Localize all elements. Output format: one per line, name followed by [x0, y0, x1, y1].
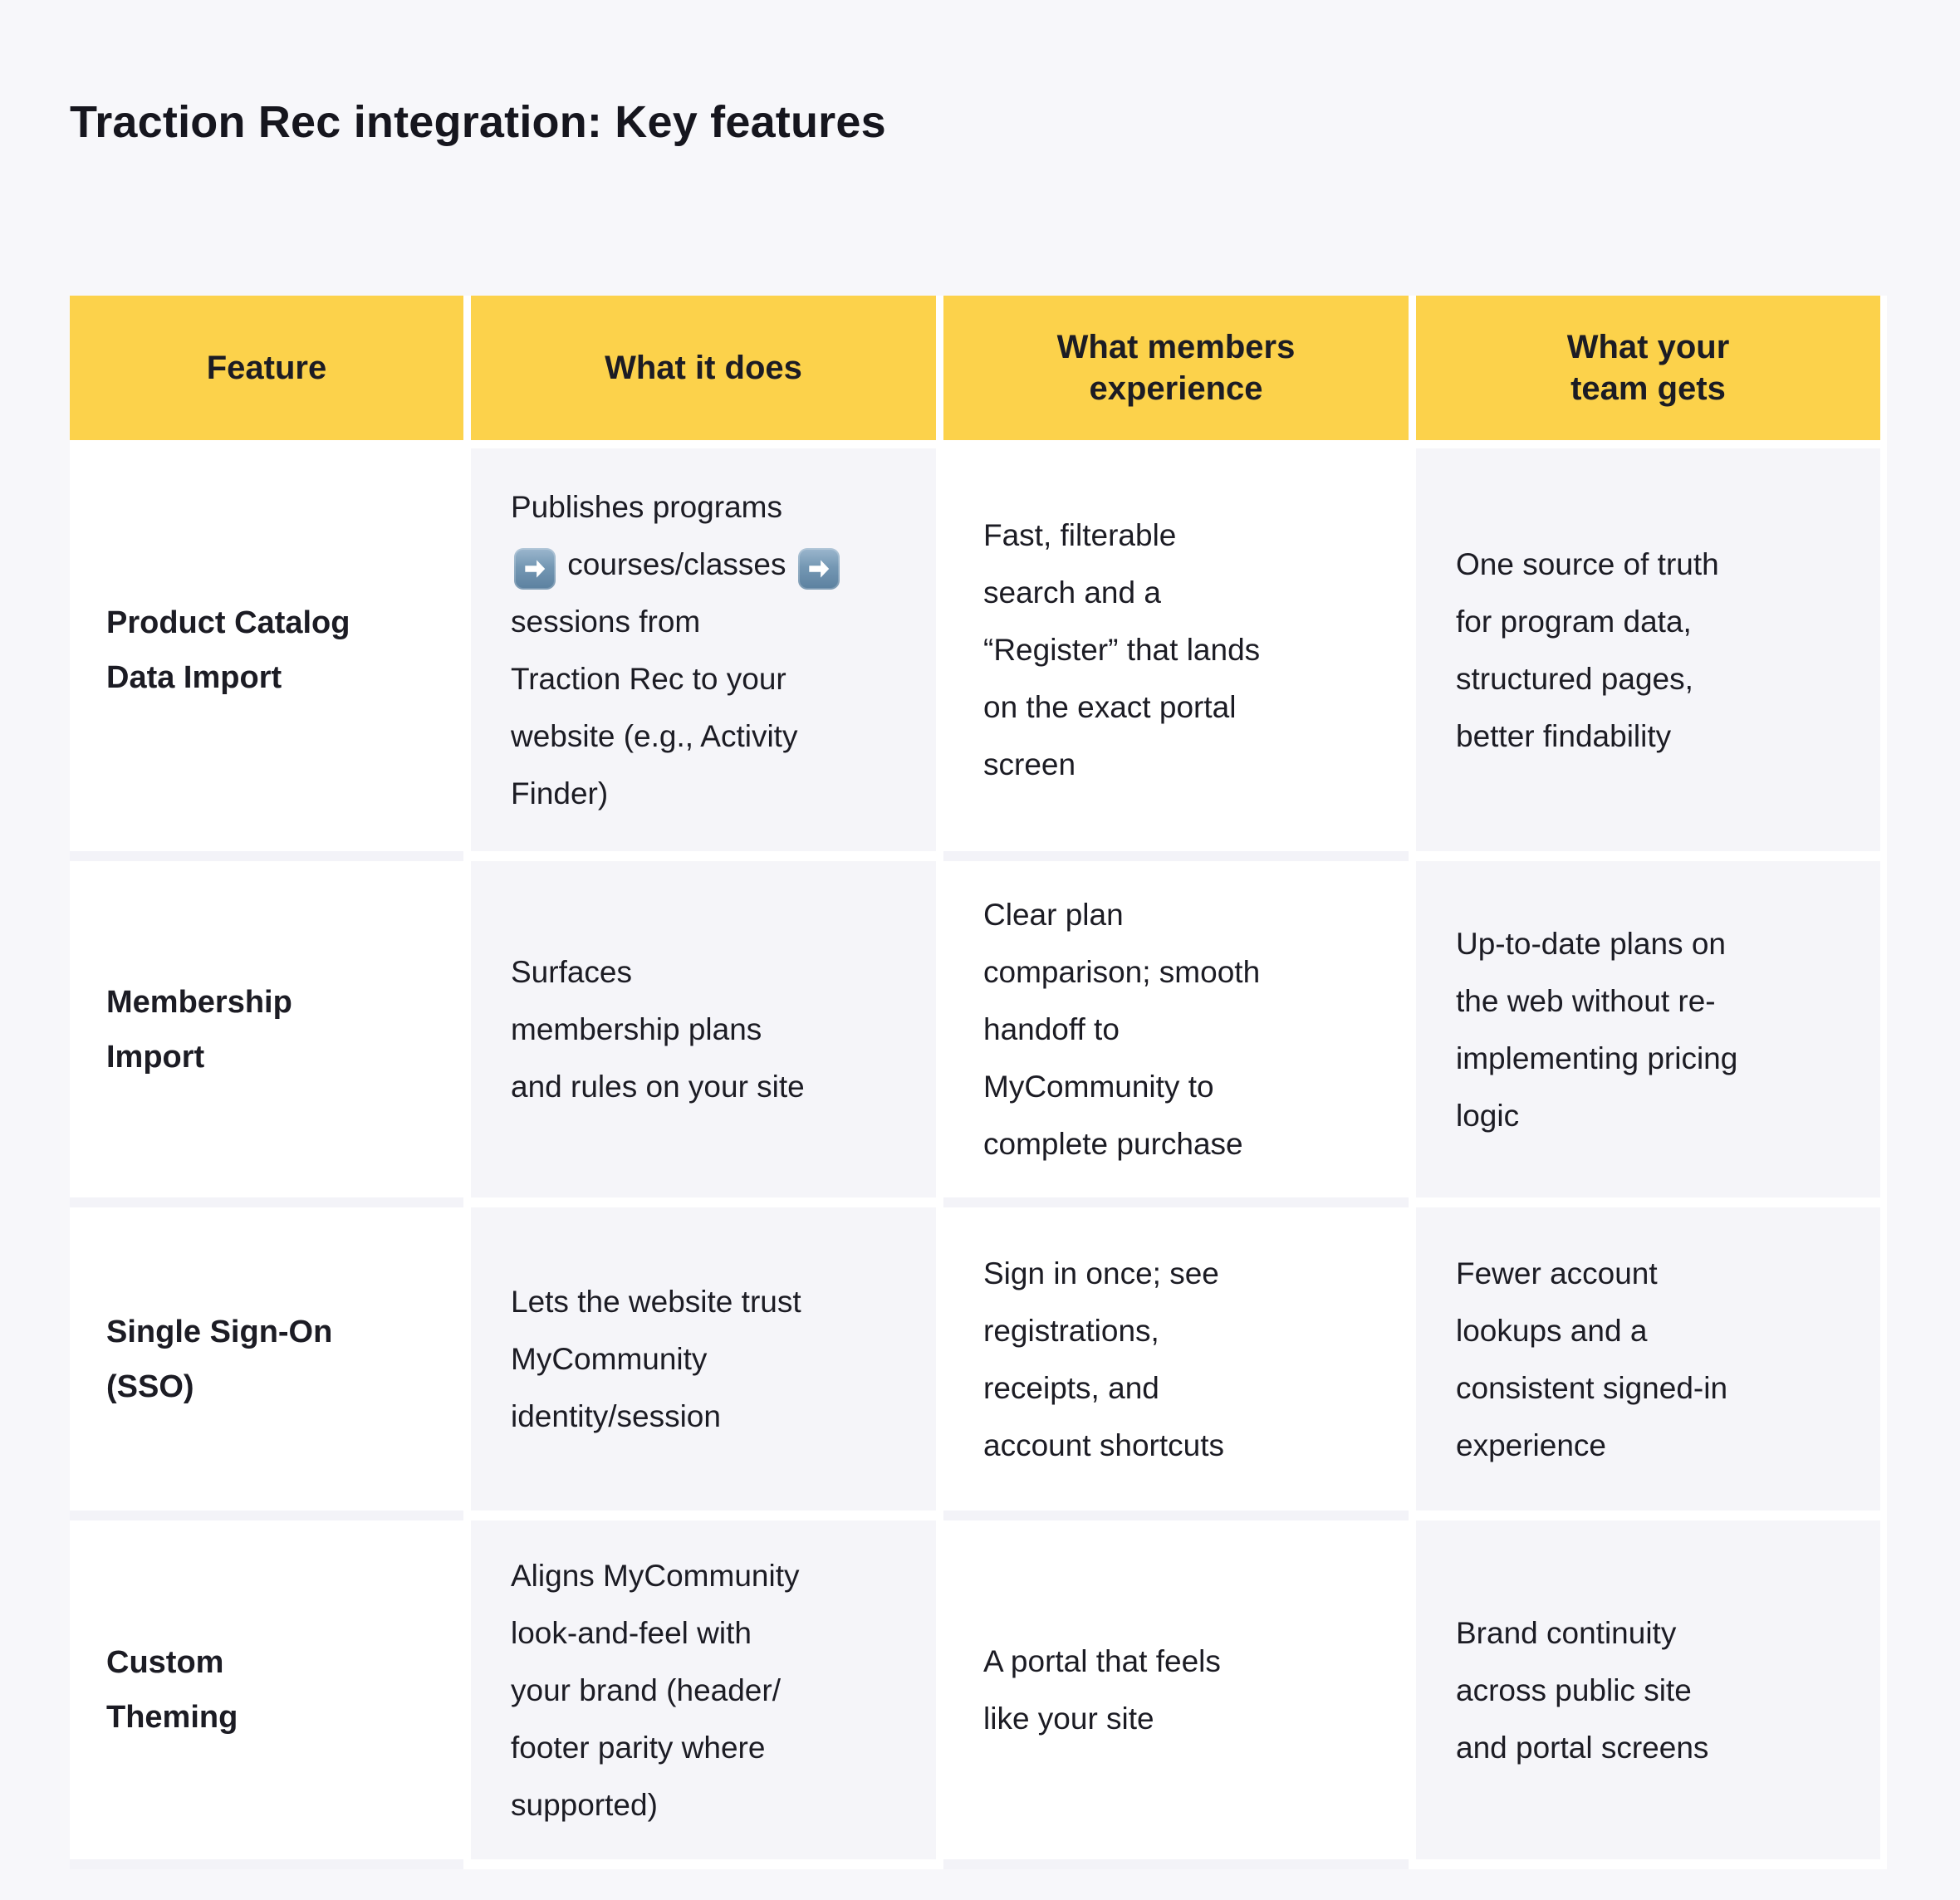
- members-experience-cell: Fast, filterable search and a “Register”…: [943, 448, 1409, 861]
- column-header-team-gets: What your team gets: [1416, 296, 1880, 448]
- cell-body-text: Publishes programs courses/classes sessi…: [511, 478, 843, 822]
- cell-body-text: Surfaces membership plans and rules on y…: [511, 955, 805, 1104]
- feature-cell-custom-theming: Custom Theming: [70, 1520, 463, 1869]
- cell-body-text: Clear plan comparison; smooth handoff to…: [983, 898, 1261, 1161]
- column-header-feature: Feature: [70, 296, 463, 448]
- right-arrow-emoji: [797, 547, 840, 590]
- team-gets-cell: Fewer account lookups and a consistent s…: [1416, 1207, 1880, 1520]
- feature-name: Product Catalog Data Import: [106, 605, 350, 695]
- team-gets-cell: One source of truth for program data, st…: [1416, 448, 1880, 861]
- members-experience-cell: A portal that feels like your site: [943, 1520, 1409, 1869]
- column-header-label: What your team gets: [1566, 329, 1730, 407]
- what-it-does-cell: Lets the website trust MyCommunity ident…: [471, 1207, 936, 1520]
- page-title: Traction Rec integration: Key features: [70, 97, 886, 147]
- what-it-does-cell: Aligns MyCommunity look-and-feel with yo…: [471, 1520, 936, 1869]
- what-it-does-cell: Surfaces membership plans and rules on y…: [471, 861, 936, 1207]
- cell-body-text: One source of truth for program data, st…: [1456, 546, 1719, 753]
- team-gets-cell: Brand continuity across public site and …: [1416, 1520, 1880, 1869]
- features-table: Feature What it does What members experi…: [70, 296, 1887, 1869]
- right-arrow-emoji: [514, 547, 556, 590]
- members-experience-cell: Clear plan comparison; smooth handoff to…: [943, 861, 1409, 1207]
- cell-body-text: Aligns MyCommunity look-and-feel with yo…: [511, 1558, 800, 1822]
- cell-body-text: Brand continuity across public site and …: [1456, 1615, 1709, 1765]
- feature-cell-sso: Single Sign-On (SSO): [70, 1207, 463, 1520]
- feature-name: Custom Theming: [106, 1645, 238, 1735]
- team-gets-cell: Up-to-date plans on the web without re- …: [1416, 861, 1880, 1207]
- column-header-what-it-does: What it does: [471, 296, 936, 448]
- cell-body-text: Up-to-date plans on the web without re- …: [1456, 926, 1738, 1133]
- column-header-label: What members experience: [1056, 329, 1296, 407]
- feature-name: Single Sign-On (SSO): [106, 1314, 333, 1404]
- cell-body-text: Sign in once; see registrations, receipt…: [983, 1256, 1224, 1462]
- cell-body-text: Fewer account lookups and a consistent s…: [1456, 1256, 1728, 1462]
- cell-body-text: A portal that feels like your site: [983, 1644, 1221, 1736]
- what-it-does-cell: Publishes programs courses/classes sessi…: [471, 448, 936, 861]
- cell-body-text: Fast, filterable search and a “Register”…: [983, 518, 1261, 781]
- feature-cell-product-catalog: Product Catalog Data Import: [70, 448, 463, 861]
- column-header-label: What it does: [605, 350, 802, 386]
- column-header-members-experience: What members experience: [943, 296, 1409, 448]
- members-experience-cell: Sign in once; see registrations, receipt…: [943, 1207, 1409, 1520]
- feature-name: Membership Import: [106, 984, 292, 1075]
- feature-cell-membership-import: Membership Import: [70, 861, 463, 1207]
- column-header-label: Feature: [206, 350, 327, 386]
- cell-body-text: Lets the website trust MyCommunity ident…: [511, 1285, 801, 1433]
